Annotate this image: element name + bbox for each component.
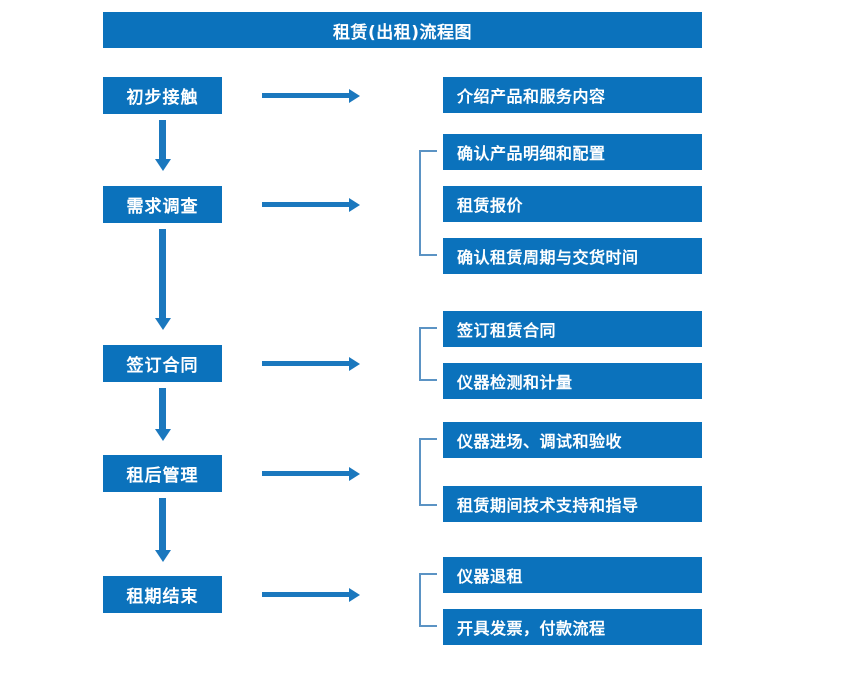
detail-box-zulin-baojia[interactable]: 租赁报价 <box>443 186 702 222</box>
arrow-zuqi-to-details-icon <box>262 592 350 597</box>
arrow-qianding-to-details-icon <box>262 361 350 366</box>
stage-box-chubu-jiechu[interactable]: 初步接触 <box>103 77 222 114</box>
arrow-xuqiu-to-details-icon <box>262 202 350 207</box>
detail-box-yiqi-jinchang-tiaoshi[interactable]: 仪器进场、调试和验收 <box>443 422 702 458</box>
detail-box-yiqi-jiance-jiliang[interactable]: 仪器检测和计量 <box>443 363 702 399</box>
bracket-zuqi-group <box>419 573 437 627</box>
detail-box-queren-zulin-zhouqi[interactable]: 确认租赁周期与交货时间 <box>443 238 702 274</box>
stage-box-zuhou-guanli[interactable]: 租后管理 <box>103 455 222 492</box>
arrow-zuhou-to-zuqi-icon <box>159 498 166 551</box>
arrow-xuqiu-to-qianding-icon <box>159 229 166 319</box>
bracket-qianding-group <box>419 327 437 381</box>
detail-box-zulin-qijian-zhichi[interactable]: 租赁期间技术支持和指导 <box>443 486 702 522</box>
bracket-zuhou-group <box>419 438 437 506</box>
arrow-qianding-to-zuhou-icon <box>159 388 166 430</box>
detail-box-queren-chanpin-mingxi[interactable]: 确认产品明细和配置 <box>443 134 702 170</box>
detail-box-jieshao-chanpin[interactable]: 介绍产品和服务内容 <box>443 77 702 113</box>
arrow-zuhou-to-details-icon <box>262 471 350 476</box>
stage-box-xuqiu-diaocha[interactable]: 需求调查 <box>103 186 222 223</box>
arrow-chubu-to-details-icon <box>262 93 350 98</box>
bracket-xuqiu-group <box>419 150 437 256</box>
arrow-chubu-to-xuqiu-icon <box>159 120 166 160</box>
detail-box-yiqi-tuizu[interactable]: 仪器退租 <box>443 557 702 593</box>
detail-box-qianding-zulin-hetong[interactable]: 签订租赁合同 <box>443 311 702 347</box>
detail-box-kaiju-fapiao[interactable]: 开具发票，付款流程 <box>443 609 702 645</box>
stage-box-qianding-hetong[interactable]: 签订合同 <box>103 345 222 382</box>
stage-box-zuqi-jieshu[interactable]: 租期结束 <box>103 576 222 613</box>
page-title: 租赁(出租)流程图 <box>103 12 702 48</box>
